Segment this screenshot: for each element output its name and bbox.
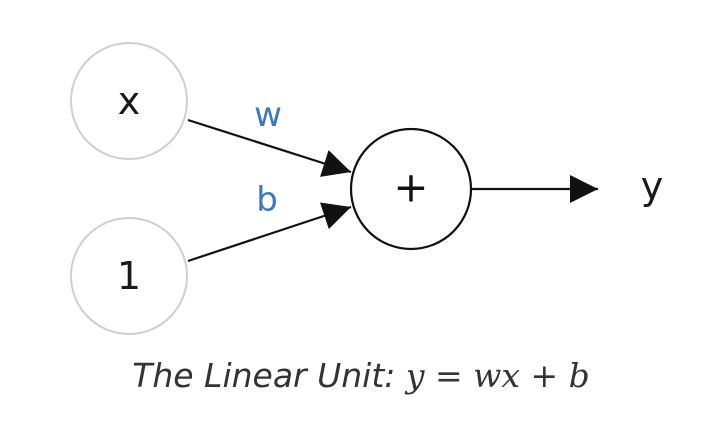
- input-node-bias: 1: [70, 217, 188, 335]
- weight-label-w: w: [254, 95, 282, 135]
- input-node-x: x: [70, 42, 188, 160]
- caption-equation: y = wx + b: [405, 356, 590, 395]
- output-label-y: y: [641, 164, 664, 208]
- weight-label-b: b: [256, 180, 278, 220]
- edge-x-to-sum: [187, 118, 352, 177]
- input-node-x-circle: [70, 42, 188, 160]
- input-node-bias-circle: [70, 217, 188, 335]
- edge-bias-to-sum: [187, 202, 352, 263]
- input-node-x-label: x: [118, 79, 141, 123]
- input-node-bias-label: 1: [117, 254, 141, 298]
- sum-node-operator: +: [393, 163, 428, 212]
- sum-node: +: [349, 127, 473, 251]
- diagram-caption: The Linear Unit: y = wx + b: [0, 356, 722, 395]
- caption-text: The Linear Unit:: [132, 356, 396, 395]
